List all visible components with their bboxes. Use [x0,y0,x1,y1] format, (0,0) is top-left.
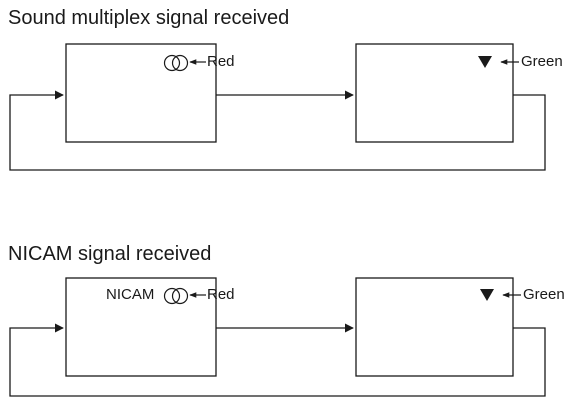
triangle-down-icon [480,289,494,301]
stereo-icon [163,287,189,305]
color-label-red-1: Red [207,53,235,70]
return-loop-line-2 [9,323,546,397]
display-box-left-2 [65,277,217,377]
stereo-icon [163,54,189,72]
color-label-red-2: Red [207,286,235,303]
return-loop-line-1 [9,90,546,171]
display-box-left-1 [65,43,217,143]
section-title-sound-multiplex: Sound multiplex signal received [8,7,290,29]
nicam-indicator-text: NICAM [106,286,155,303]
color-label-green-2: Green [523,286,565,303]
section-title-nicam: NICAM signal received [8,243,212,265]
triangle-down-icon [478,56,492,68]
display-box-right-2 [355,277,514,377]
display-box-right-1 [355,43,514,143]
color-label-green-1: Green [521,53,563,70]
